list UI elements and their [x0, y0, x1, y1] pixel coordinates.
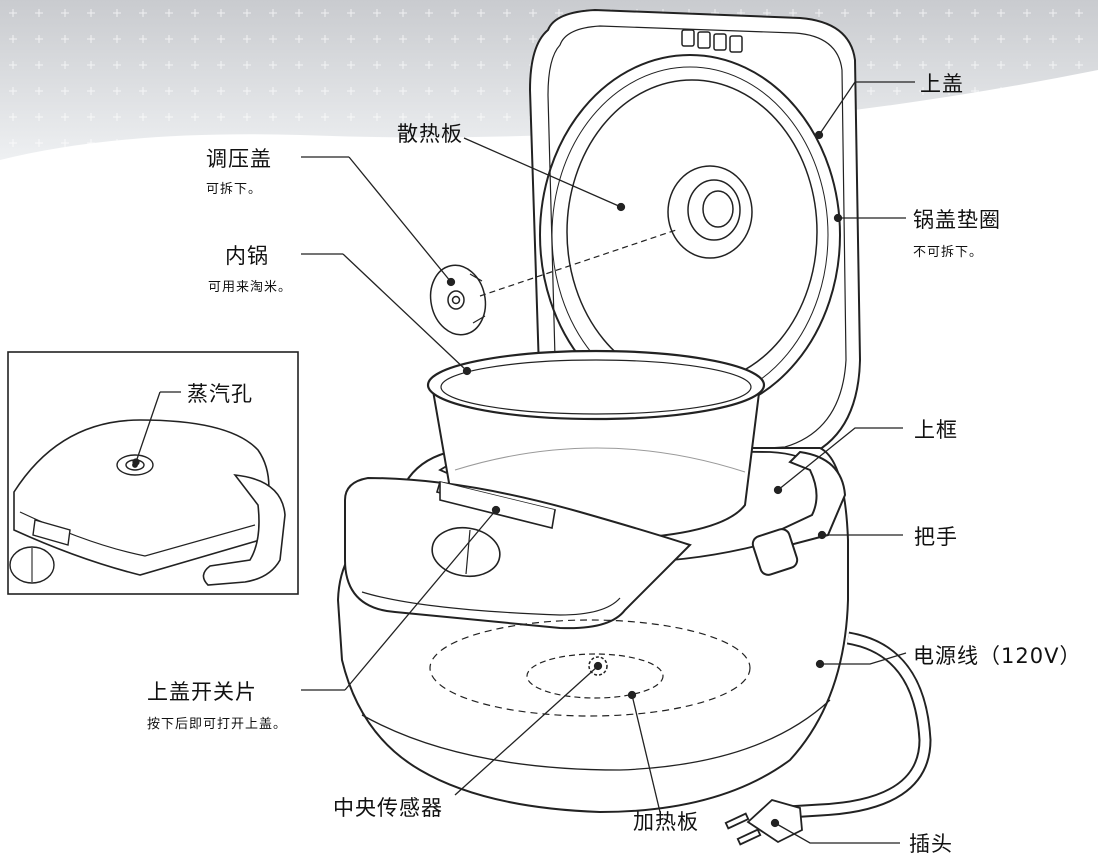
- heating-plate-outline: [429, 619, 751, 717]
- heating-plate-inner: [526, 653, 664, 699]
- steam-vent-inset: [7, 351, 299, 595]
- label-center-sensor: 中央传感器: [333, 796, 443, 820]
- pressure-cap-guide: [479, 229, 677, 297]
- lid-hinge-tabs: [681, 29, 743, 53]
- label-inner-pot: 内锅: [225, 244, 269, 268]
- label-pressure-cap: 调压盖: [206, 147, 272, 171]
- label-heat-plate: 散热板: [397, 122, 463, 146]
- label-lid-gasket-note: 不可拆下。: [913, 245, 984, 260]
- label-steam-vent: 蒸汽孔: [187, 382, 253, 406]
- label-power-cord: 电源线（120V）: [913, 644, 1082, 668]
- label-lid-release: 上盖开关片: [147, 680, 257, 704]
- label-inner-pot-note: 可用来淘米。: [208, 280, 293, 295]
- power-cord: [787, 631, 932, 819]
- pressure-cap: [429, 264, 487, 336]
- front-panel: [344, 476, 692, 630]
- label-lid-gasket: 锅盖垫圈: [913, 208, 1001, 232]
- plug: [724, 798, 803, 846]
- heat-plate-hub: [667, 165, 753, 259]
- label-upper-frame: 上框: [914, 418, 958, 442]
- label-handle: 把手: [914, 525, 958, 549]
- label-pressure-cap-note: 可拆下。: [206, 182, 263, 197]
- leader-lines: [132, 81, 915, 844]
- control-buttons: [431, 526, 501, 578]
- label-lid-release-note: 按下后即可打开上盖。: [147, 717, 288, 732]
- handle: [751, 450, 847, 576]
- label-plug: 插头: [909, 832, 953, 854]
- lid-release-tab: [435, 481, 557, 529]
- label-top-lid: 上盖: [920, 72, 964, 96]
- label-heating-plate: 加热板: [633, 810, 699, 834]
